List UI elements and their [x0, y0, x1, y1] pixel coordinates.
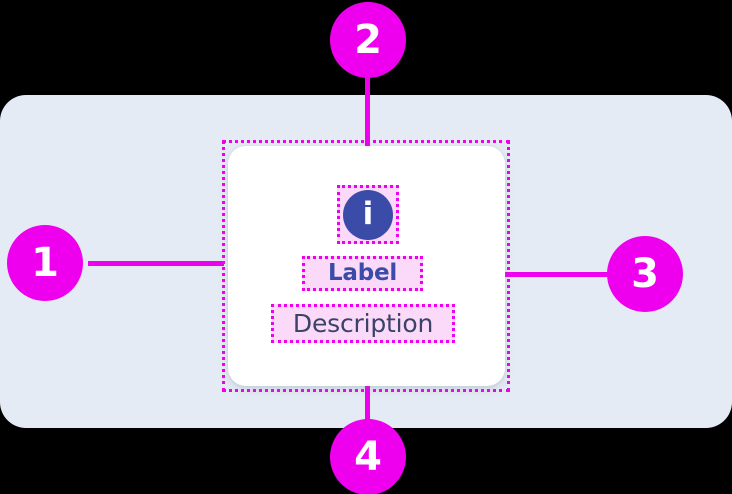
callout-connector-1 [88, 261, 224, 266]
callout-connector-2 [365, 76, 370, 188]
label-highlight: Label [302, 256, 423, 291]
card-label: Label [327, 260, 398, 286]
card-description: Description [292, 309, 434, 338]
description-highlight: Description [271, 304, 455, 343]
card-boundary-outline [222, 140, 510, 392]
callout-badge-4[interactable]: 4 [330, 419, 406, 494]
info-icon-highlight: i [337, 185, 399, 244]
callout-badge-2[interactable]: 2 [330, 2, 406, 78]
callout-connector-3 [420, 272, 608, 277]
callout-badge-1[interactable]: 1 [7, 225, 83, 301]
callout-badge-3[interactable]: 3 [607, 236, 683, 312]
info-icon: i [343, 189, 393, 240]
info-icon-glyph: i [362, 196, 374, 232]
